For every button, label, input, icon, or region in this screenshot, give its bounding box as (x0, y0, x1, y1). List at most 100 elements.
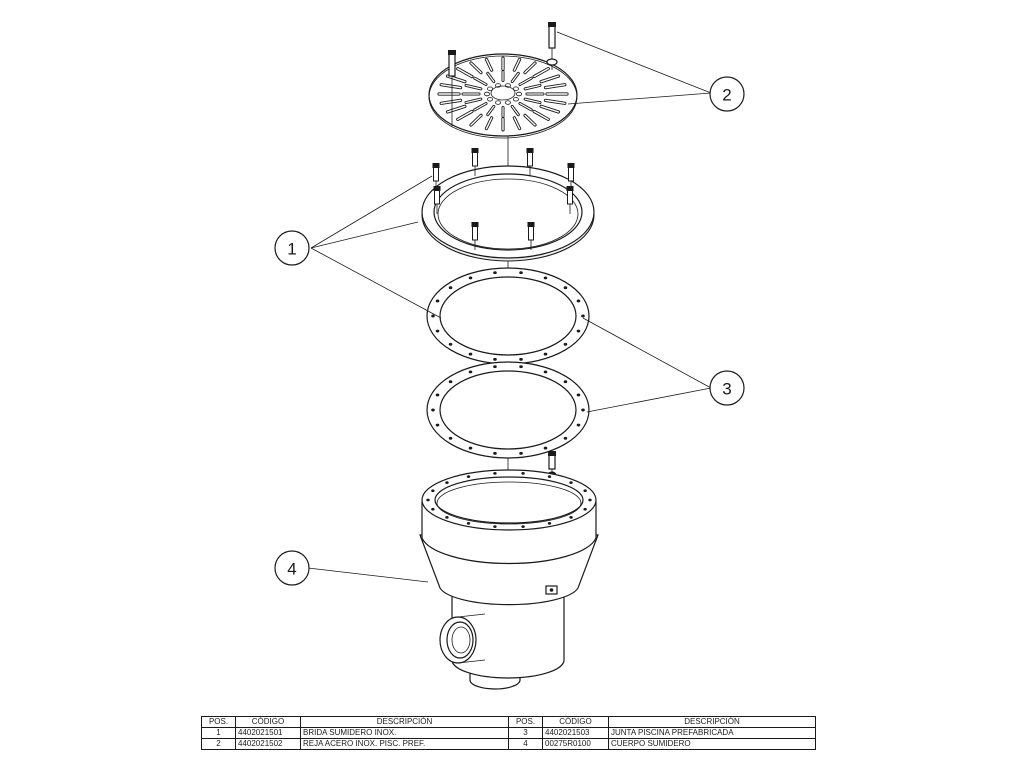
bolt-hole (569, 515, 573, 519)
grate-part (428, 53, 578, 139)
bolt-hole (543, 352, 548, 356)
bolt-hole (435, 299, 440, 303)
bolt-hole (583, 489, 587, 493)
header-pos: POS. (201, 716, 236, 728)
table-row: 1 4402021501 BRIDA SUMIDERO INOX. 3 4402… (201, 727, 816, 739)
bolt-hole (493, 365, 497, 369)
grate-hole (487, 86, 494, 91)
header-descripcion-2: DESCRIPCIÓN (608, 716, 816, 728)
flange-screw (434, 189, 440, 205)
bolt-hole (445, 481, 449, 485)
parts-table-header-row: POS. CÓDIGO DESCRIPCIÓN POS. CÓDIGO DESC… (201, 716, 816, 728)
table-row: 2 4402021502 REJA ACERO INOX. PISC. PREF… (201, 738, 816, 750)
cell-descripcion: BRIDA SUMIDERO INOX. (300, 727, 509, 739)
bolt-hole (543, 276, 548, 280)
cell-pos: 3 (508, 727, 543, 739)
bolt-hole (563, 436, 568, 440)
bolt-hole (435, 329, 440, 333)
flange-screw (472, 151, 478, 167)
bolt-hole (519, 271, 523, 275)
bolt-hole (445, 515, 449, 519)
header-pos-2: POS. (508, 716, 543, 728)
bolt-hole (583, 507, 587, 511)
parts-table: POS. CÓDIGO DESCRIPCIÓN POS. CÓDIGO DESC… (201, 716, 816, 750)
bolt-hole (468, 370, 473, 374)
bolt-hole (493, 472, 497, 475)
bolt-hole (493, 271, 497, 275)
flange-screw (433, 166, 439, 182)
header-codigo-2: CÓDIGO (542, 716, 609, 728)
bolt-hole (435, 393, 440, 397)
bolt-hole (493, 525, 497, 528)
gasket-lower (426, 361, 590, 459)
bolt-hole (543, 446, 548, 450)
cell-pos: 4 (508, 738, 543, 750)
bolt-hole (563, 380, 568, 384)
leader-lines (307, 31, 712, 583)
callout-1: 1 (274, 230, 310, 266)
bolt-hole (519, 451, 523, 455)
bolt-hole (468, 276, 473, 280)
drain-body-part (419, 469, 599, 690)
cell-pos: 1 (201, 727, 236, 739)
cell-descripcion: JUNTA PISCINA PREFABRICADA (608, 727, 816, 739)
bolt-hole (576, 393, 581, 397)
bolt-hole (448, 342, 453, 346)
callout-2: 2 (709, 76, 745, 112)
header-descripcion: DESCRIPCIÓN (300, 716, 509, 728)
bolt-hole (448, 380, 453, 384)
callout-1-label: 1 (287, 240, 296, 259)
bolt-hole (493, 357, 497, 361)
cell-descripcion: REJA ACERO INOX. PISC. PREF. (300, 738, 509, 750)
cell-pos: 2 (201, 738, 236, 750)
bolt-hole (576, 299, 581, 303)
bolt-hole (576, 329, 581, 333)
cell-descripcion: CUERPO SUMIDERO (608, 738, 816, 750)
callout-4-label: 4 (287, 560, 296, 579)
bolt-hole (466, 522, 471, 525)
bolt-hole (519, 365, 523, 369)
bolt-hole (569, 481, 573, 485)
grate-hole (512, 86, 519, 91)
cell-codigo: 00275R0100 (542, 738, 609, 750)
callout-3-label: 3 (722, 380, 731, 399)
flange-screw (528, 225, 534, 241)
bolt-hole (581, 314, 585, 318)
bolt-hole (426, 498, 430, 502)
bolt-hole (576, 423, 581, 427)
grate-hole (512, 97, 519, 102)
bolt-hole (581, 408, 585, 412)
bolt-hole (588, 498, 592, 502)
exploded-assembly-drawing: 1 2 3 4 (274, 22, 745, 690)
bolt-hole (543, 370, 548, 374)
grate-hole (516, 91, 523, 97)
grate-hole (487, 97, 494, 102)
bolt-hole (563, 286, 568, 290)
header-codigo: CÓDIGO (235, 716, 301, 728)
bolt-hole (468, 446, 473, 450)
bolt-hole (519, 357, 523, 361)
callout-2-label: 2 (722, 86, 731, 105)
cell-codigo: 4402021503 (542, 727, 609, 739)
bolt-hole (493, 451, 497, 455)
flange-screw (567, 189, 573, 205)
cell-codigo: 4402021502 (235, 738, 301, 750)
grate-hole (504, 100, 511, 105)
bolt-hole (431, 314, 435, 318)
grate-screw-left (448, 50, 456, 126)
bolt-hole (468, 352, 473, 356)
grate-screw-right (546, 22, 558, 70)
bolt-hole (431, 489, 435, 493)
bolt-hole (431, 507, 435, 511)
grate-hole (495, 100, 502, 105)
callout-4: 4 (274, 550, 310, 586)
bolt-hole (448, 436, 453, 440)
bolt-hole (431, 408, 435, 412)
bolt-hole (521, 525, 525, 528)
bolt-hole (448, 286, 453, 290)
flange-screw (472, 225, 478, 241)
gasket-upper (426, 267, 590, 365)
bolt-hole (547, 522, 552, 525)
bolt-hole (466, 475, 471, 478)
flange-ring-part (421, 165, 595, 262)
